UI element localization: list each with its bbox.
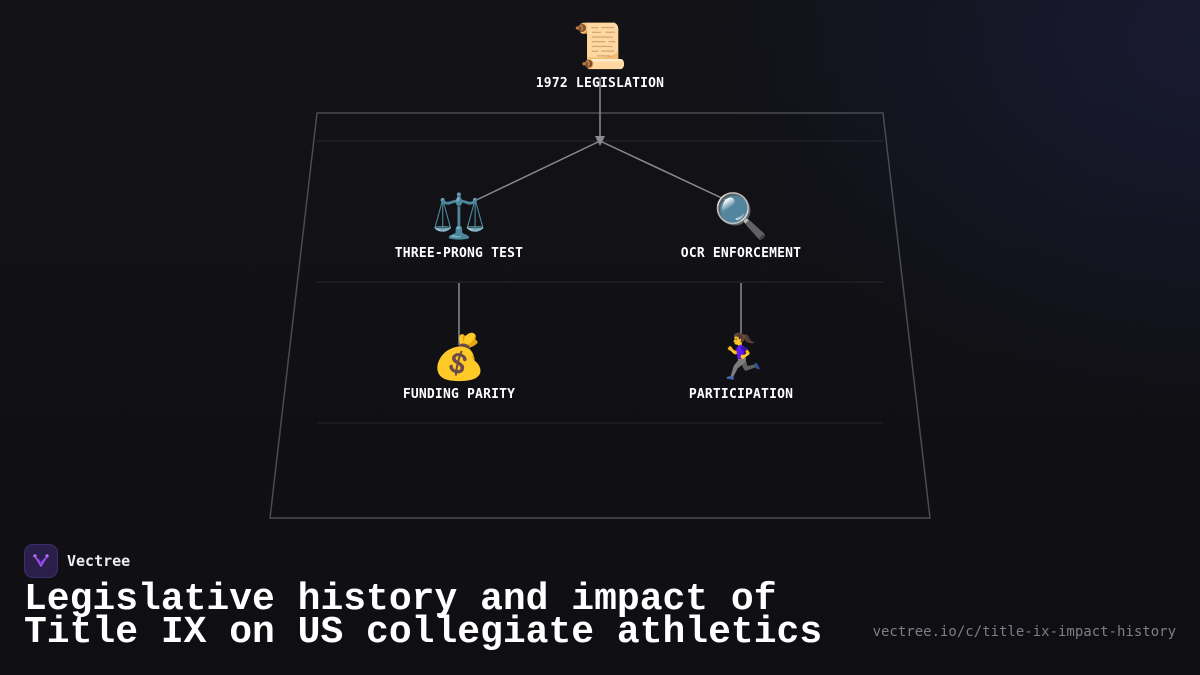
node-label: PARTICIPATION	[688, 387, 794, 402]
brand[interactable]: Vectree	[24, 544, 130, 578]
connector-three-prong	[467, 140, 601, 205]
node-participation: 🏃‍♀️ PARTICIPATION	[621, 332, 861, 403]
node-label: 1972 LEGISLATION	[535, 76, 665, 91]
vectree-logo-icon	[24, 544, 58, 578]
vectree-logo-mark	[33, 554, 49, 567]
node-label: THREE-PRONG TEST	[394, 246, 524, 261]
page-title: Legislative history and impact of Title …	[24, 578, 823, 654]
trapezoid-frame	[269, 112, 931, 519]
node-funding-parity: 💰 FUNDING PARITY	[339, 332, 579, 403]
node-label: OCR ENFORCEMENT	[680, 246, 802, 261]
node-label: FUNDING PARITY	[402, 387, 516, 402]
runner-icon: 🏃‍♀️	[713, 332, 769, 383]
brand-name: Vectree	[67, 552, 131, 570]
node-three-prong-test: ⚖️ THREE-PRONG TEST	[339, 191, 579, 262]
magnifier-icon: 🔍	[713, 191, 769, 242]
money-bag-icon: 💰	[431, 332, 487, 383]
scroll-icon: 📜	[572, 21, 628, 72]
source-url[interactable]: vectree.io/c/title-ix-impact-history	[872, 624, 1176, 640]
connector-ocr	[599, 140, 727, 201]
node-1972-legislation: 📜 1972 LEGISLATION	[480, 21, 720, 92]
balance-scale-icon: ⚖️	[431, 191, 487, 242]
node-ocr-enforcement: 🔍 OCR ENFORCEMENT	[621, 191, 861, 262]
